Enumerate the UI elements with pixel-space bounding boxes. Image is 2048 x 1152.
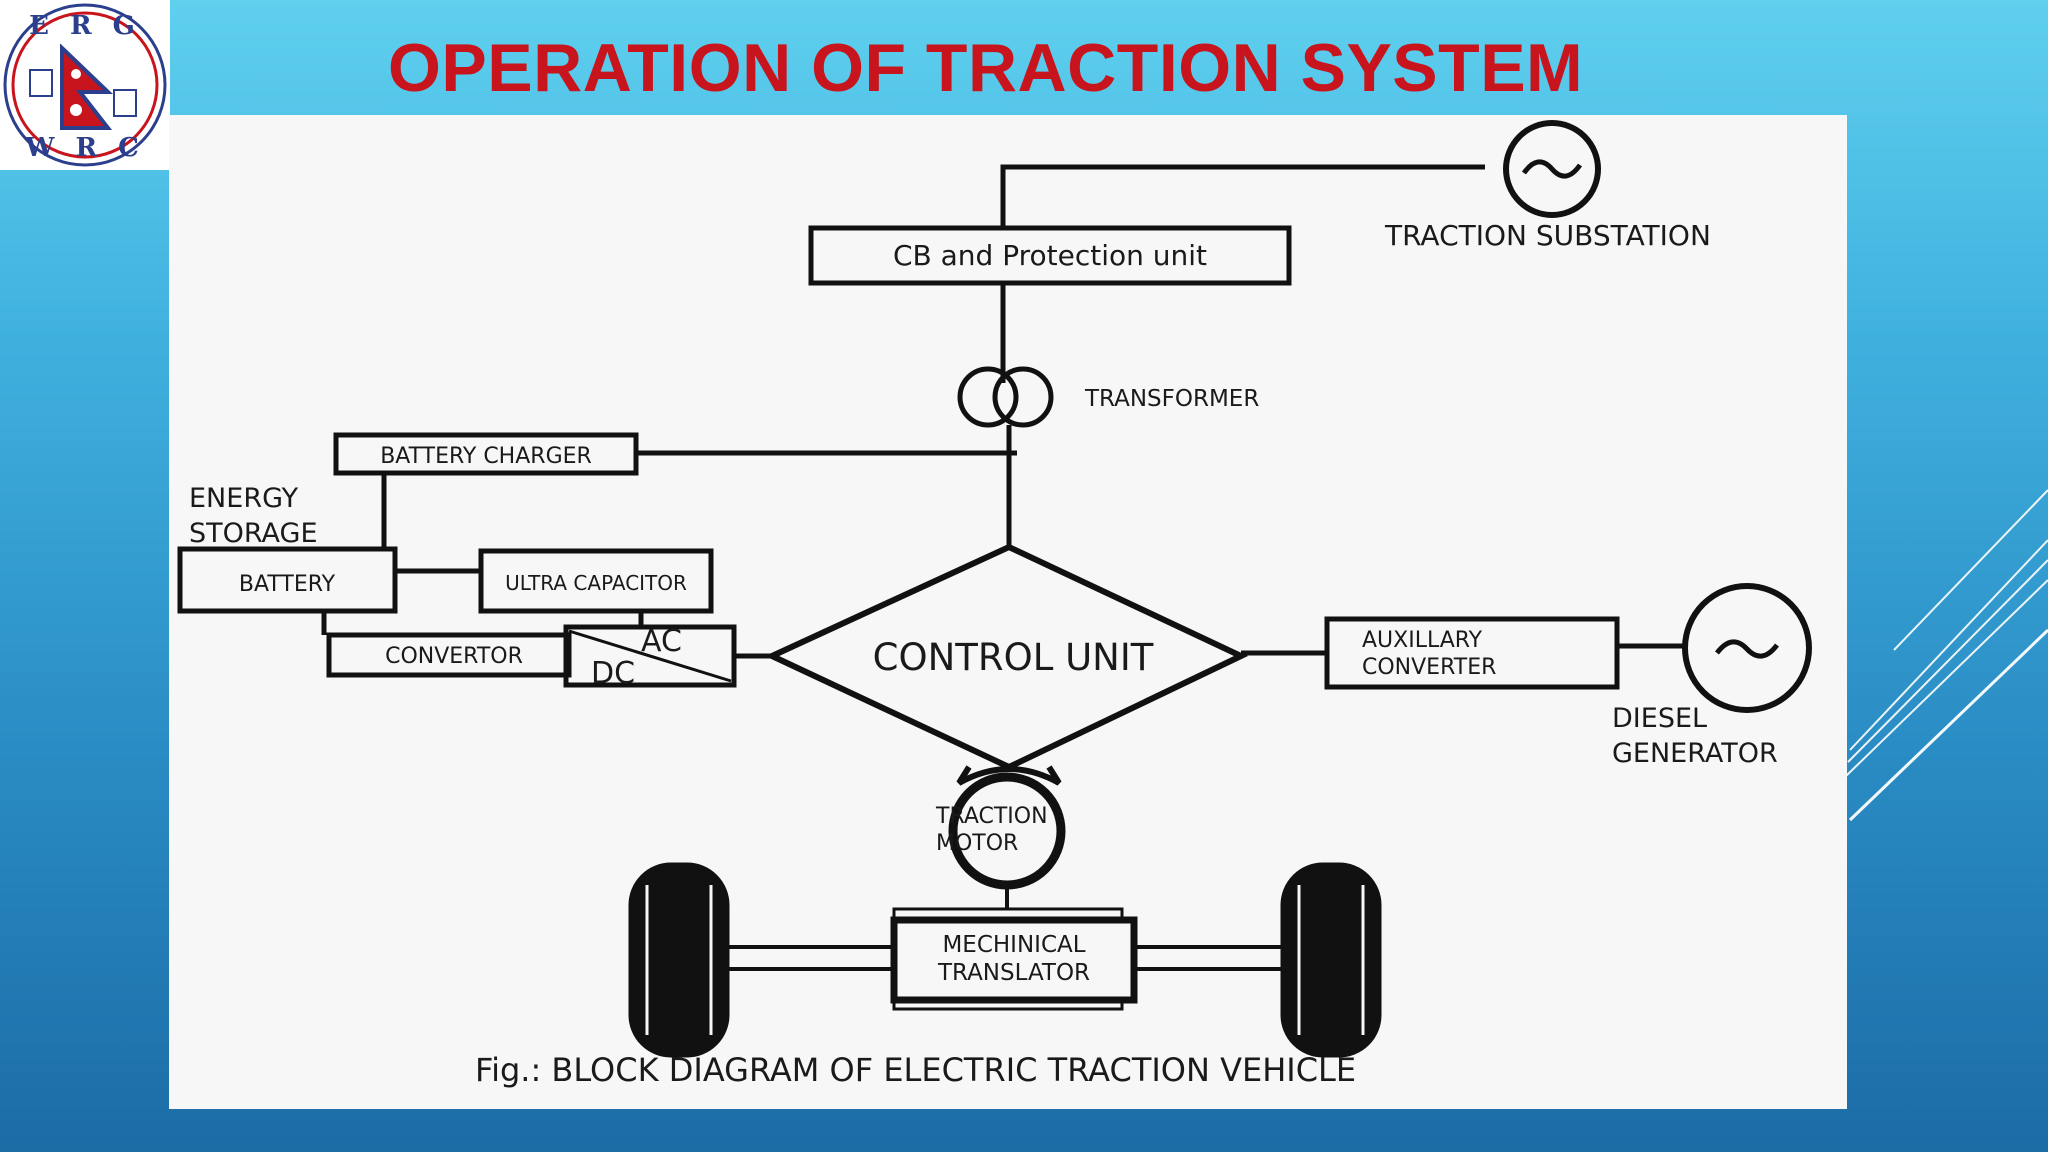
- diesel-generator-source: [1682, 583, 1812, 713]
- label-ultra-capacitor: ULTRA CAPACITOR: [505, 571, 687, 595]
- battery-box: [177, 546, 398, 614]
- convertor-box: [326, 632, 572, 678]
- decorative-lines: [1845, 489, 2048, 822]
- label-dc: DC: [591, 656, 635, 691]
- label-auxillary-2: CONVERTER: [1362, 655, 1496, 680]
- label-transformer: TRANSFORMER: [1084, 386, 1259, 412]
- slide-title: OPERATION OF TRACTION SYSTEM: [388, 30, 1584, 106]
- traction-substation-source: [1503, 120, 1601, 218]
- battery-charger-box: [333, 432, 639, 476]
- logo-bottom-text: W R C: [24, 133, 145, 163]
- label-energy-storage-2: STORAGE: [189, 518, 318, 549]
- label-control-unit: CONTROL UNIT: [873, 636, 1154, 679]
- label-battery-charger: BATTERY CHARGER: [380, 444, 592, 469]
- cb-protection-unit: [808, 225, 1292, 286]
- label-mech-2: TRANSLATOR: [937, 960, 1090, 986]
- substation-feed-line: [1000, 164, 1485, 230]
- logo-top-text: E R G: [29, 11, 141, 41]
- label-convertor: CONVERTOR: [385, 644, 523, 669]
- control-unit-diamond: [764, 543, 1249, 771]
- generator-icon: [1715, 639, 1779, 659]
- label-energy-storage-1: ENERGY: [189, 483, 299, 514]
- label-battery: BATTERY: [239, 572, 336, 597]
- label-traction-substation: TRACTION SUBSTATION: [1384, 219, 1711, 252]
- label-diesel-2: GENERATOR: [1612, 738, 1778, 769]
- block-diagram: TRACTION SUBSTATION CB and Protection un…: [169, 115, 1847, 1109]
- label-ac: AC: [641, 624, 682, 659]
- ac-source-icon: [1521, 159, 1583, 179]
- label-auxillary-1: AUXILLARY: [1362, 628, 1483, 653]
- mechanical-translator-box: [890, 916, 1138, 1004]
- right-wheel: [1280, 862, 1382, 1058]
- label-mech-1: MECHINICAL: [942, 932, 1085, 958]
- auxillary-converter-box: [1324, 616, 1620, 690]
- label-traction-motor-1: TRACTION: [935, 804, 1048, 829]
- erg-wrc-logo: E R G W R C: [0, 0, 170, 170]
- transformer-secondary-coil: [992, 366, 1054, 428]
- left-wheel: [628, 862, 730, 1058]
- ultra-capacitor-box: [478, 548, 714, 614]
- label-traction-motor-2: MOTOR: [936, 831, 1018, 856]
- label-cb-protection: CB and Protection unit: [893, 239, 1207, 272]
- label-diesel-1: DIESEL: [1612, 703, 1707, 734]
- figure-caption: Fig.: BLOCK DIAGRAM OF ELECTRIC TRACTION…: [475, 1051, 1356, 1089]
- transformer-primary-coil: [957, 366, 1019, 428]
